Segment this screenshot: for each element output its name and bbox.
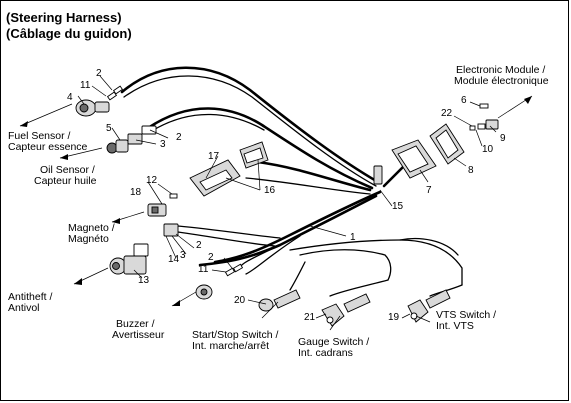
module-connector [469, 103, 499, 131]
callout-6: 6 [461, 95, 467, 106]
vts-switch-part [407, 289, 451, 323]
callout-1: 1 [350, 232, 356, 243]
callout-5: 5 [106, 123, 112, 134]
component-labels: Electronic Module / Module électronique … [8, 64, 549, 359]
callout-4: 4 [67, 92, 73, 103]
callout-2: 2 [176, 132, 182, 143]
start-stop-switch-part [258, 289, 301, 312]
callout-11: 11 [198, 264, 209, 275]
direction-arrows [19, 95, 533, 331]
callout-15: 15 [392, 201, 404, 212]
callout-11: 11 [80, 80, 91, 91]
callout-9: 9 [500, 133, 506, 144]
callout-12: 12 [146, 175, 158, 186]
callout-2: 2 [96, 68, 102, 79]
label-gauge-switch-fr: Int. cadrans [298, 347, 353, 359]
label-electronic-module-fr: Module électronique [454, 75, 549, 87]
magneto-connector [147, 193, 179, 237]
connector-16-17 [189, 141, 269, 197]
junction-connector-7 [373, 139, 437, 185]
callout-16: 16 [264, 185, 276, 196]
label-buzzer-en: Buzzer / [116, 318, 155, 330]
callout-14: 14 [168, 254, 180, 265]
label-buzzer-fr: Avertisseur [112, 329, 165, 341]
leader-lines [77, 75, 497, 319]
callout-20: 20 [234, 295, 246, 306]
label-vts-switch-en: VTS Switch / [436, 309, 496, 321]
label-magneto-en: Magneto / [68, 222, 115, 234]
label-vts-switch-fr: Int. VTS [436, 320, 474, 332]
antitheft-part [109, 243, 149, 275]
harness-wires [120, 66, 463, 297]
callout-13: 13 [138, 275, 150, 286]
electronic-module-part [429, 123, 465, 165]
label-electronic-module-en: Electronic Module / [456, 64, 545, 76]
label-antitheft-en: Antitheft / [8, 291, 52, 303]
label-fuel-sensor-en: Fuel Sensor / [8, 130, 71, 142]
callout-22: 22 [441, 108, 453, 119]
label-antitheft-fr: Antivol [8, 302, 40, 314]
label-oil-sensor-fr: Capteur huile [34, 175, 97, 187]
callout-8: 8 [468, 165, 474, 176]
oil-sensor-part [106, 125, 157, 154]
callout-7: 7 [426, 185, 432, 196]
label-start-stop-fr: Int. marche/arrêt [192, 340, 269, 352]
callout-numbers: 2 11 4 5 2 3 17 16 12 18 15 1 7 8 9 10 6… [67, 68, 506, 323]
terminal-pair-top [106, 85, 124, 101]
callout-2: 2 [196, 240, 202, 251]
callout-3: 3 [160, 139, 166, 150]
title-line-2: (Câblage du guidon) [6, 26, 132, 41]
gauge-switch-part [321, 293, 371, 327]
label-oil-sensor-en: Oil Sensor / [40, 164, 95, 176]
callout-17: 17 [208, 151, 220, 162]
callout-2: 2 [208, 252, 214, 263]
callout-21: 21 [304, 312, 316, 323]
label-fuel-sensor-fr: Capteur essence [8, 141, 88, 153]
callout-18: 18 [130, 187, 142, 198]
label-magneto-fr: Magnéto [68, 233, 109, 245]
title-line-1: (Steering Harness) [6, 10, 122, 25]
callout-10: 10 [482, 144, 494, 155]
callout-3: 3 [180, 250, 186, 261]
label-gauge-switch-en: Gauge Switch / [298, 336, 369, 348]
label-start-stop-en: Start/Stop Switch / [192, 329, 278, 341]
callout-19: 19 [388, 312, 400, 323]
fuel-sensor-part [75, 99, 110, 117]
